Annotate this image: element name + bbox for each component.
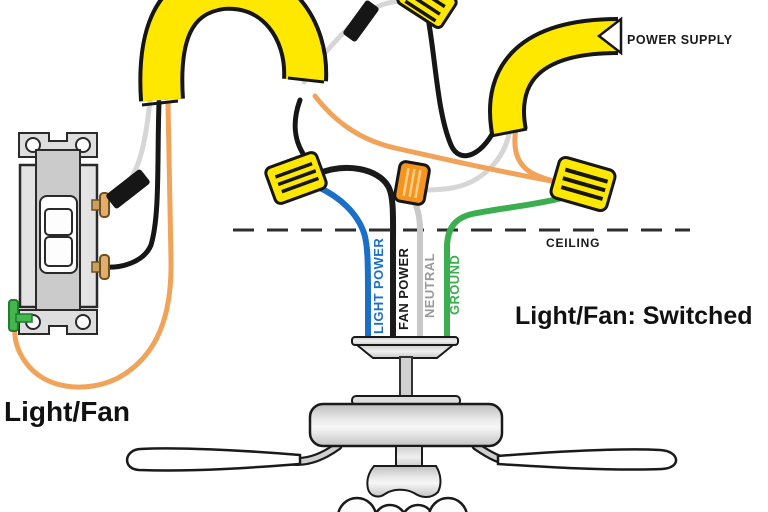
switch-ground-to-right-nut bbox=[312, 93, 571, 187]
fan-blade-right bbox=[496, 448, 678, 471]
ceiling-fan bbox=[125, 336, 678, 512]
switch-screw-hole bbox=[75, 314, 91, 330]
switched-hot-to-left-nut bbox=[292, 97, 309, 161]
switch-toggle-upper bbox=[44, 208, 73, 236]
ground-wire bbox=[444, 195, 565, 345]
switch-screw-hole bbox=[25, 137, 41, 153]
light-power-wire bbox=[315, 184, 371, 345]
ground-screw bbox=[8, 299, 33, 332]
ground-label: GROUND bbox=[447, 255, 462, 315]
fan-motor-housing bbox=[308, 402, 504, 448]
light-globe bbox=[337, 496, 377, 512]
fan-canopy-top bbox=[351, 336, 459, 346]
fan-power-label: FAN POWER bbox=[396, 247, 411, 330]
neutral-wire bbox=[411, 197, 423, 345]
jacket-cut-edge bbox=[490, 127, 528, 138]
light-kit-stem bbox=[395, 445, 423, 469]
fan-blade-left bbox=[125, 447, 302, 472]
switch-leg-cable-jacket bbox=[142, 0, 325, 102]
neutral-label: NEUTRAL bbox=[422, 253, 437, 318]
brass-terminal-screw-top bbox=[91, 192, 110, 218]
fan-downrod bbox=[399, 356, 413, 400]
light-globe bbox=[428, 496, 468, 512]
light-globe bbox=[375, 503, 405, 512]
light-power-label: LIGHT POWER bbox=[371, 238, 386, 334]
light-kit-fitter bbox=[366, 465, 442, 498]
power-supply-flag-notch bbox=[596, 16, 623, 56]
switch-toggle-lower bbox=[44, 236, 73, 267]
brass-terminal-screw-bottom bbox=[91, 254, 110, 280]
fan-canopy bbox=[354, 344, 456, 359]
supply-hot-wire bbox=[424, 9, 501, 159]
supply-neutral-wire bbox=[421, 127, 513, 193]
switch-screw-hole bbox=[75, 137, 91, 153]
switch-black-wire bbox=[103, 99, 162, 270]
toggle-switch bbox=[8, 132, 110, 335]
switch-ground-wire bbox=[12, 100, 174, 390]
wire-nut-neutral bbox=[393, 160, 431, 206]
black-tape-marker bbox=[106, 169, 150, 209]
ceiling-label: CEILING bbox=[546, 236, 600, 250]
switch-name-label: Light/Fan bbox=[4, 396, 130, 427]
black-tape-marker bbox=[343, 0, 379, 42]
jacket-cut-edge bbox=[141, 99, 179, 107]
mode-label: Light/Fan: Switched bbox=[515, 302, 753, 330]
wire-nut-top bbox=[396, 0, 458, 30]
switch-bottom-yoke bbox=[18, 309, 98, 335]
wire-nut-ground bbox=[549, 155, 617, 213]
jacket-cut-edge bbox=[287, 76, 325, 84]
power-supply-label: POWER SUPPLY bbox=[627, 33, 733, 47]
fan-power-wire bbox=[314, 165, 397, 345]
wire-nut-left bbox=[264, 151, 328, 205]
power-supply-cable-jacket bbox=[492, 21, 619, 135]
light-globe bbox=[403, 503, 433, 512]
